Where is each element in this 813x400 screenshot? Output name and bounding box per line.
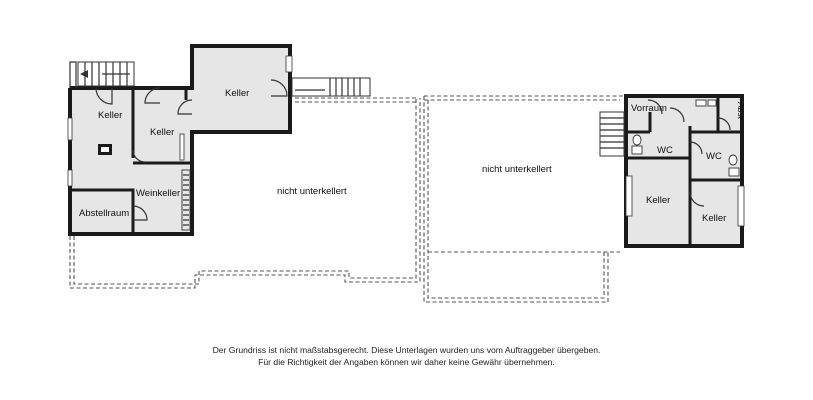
room-label-keller-4: Keller — [646, 195, 670, 206]
room-label-weinkeller: Weinkeller — [136, 188, 180, 199]
room-label-abst: Abst — [736, 102, 746, 120]
room-label-vorraum: Vorraum — [631, 103, 667, 114]
room-label-keller-3: Keller — [225, 88, 249, 99]
room-label-keller-1: Keller — [98, 110, 122, 121]
disclaimer: Der Grundriss ist nicht maßstabsgerecht.… — [0, 345, 813, 368]
room-label-keller-2: Keller — [150, 127, 174, 138]
disclaimer-line-2: Für die Richtigkeit der Angaben können w… — [258, 356, 555, 367]
left-basement-block — [67, 44, 371, 236]
disclaimer-line-1: Der Grundriss ist nicht maßstabsgerecht.… — [212, 345, 601, 355]
right-basement-block — [599, 94, 745, 248]
room-label-wc-1: WC — [657, 145, 673, 156]
room-label-keller-5: Keller — [702, 213, 726, 224]
room-label-nicht-unterkellert-1: nicht unterkellert — [277, 186, 347, 197]
room-label-nicht-unterkellert-2: nicht unterkellert — [482, 164, 552, 175]
room-label-abstellraum: Abstellraum — [79, 208, 129, 219]
room-label-wc-2: WC — [706, 151, 722, 162]
unexcavated-outline — [69, 95, 624, 303]
